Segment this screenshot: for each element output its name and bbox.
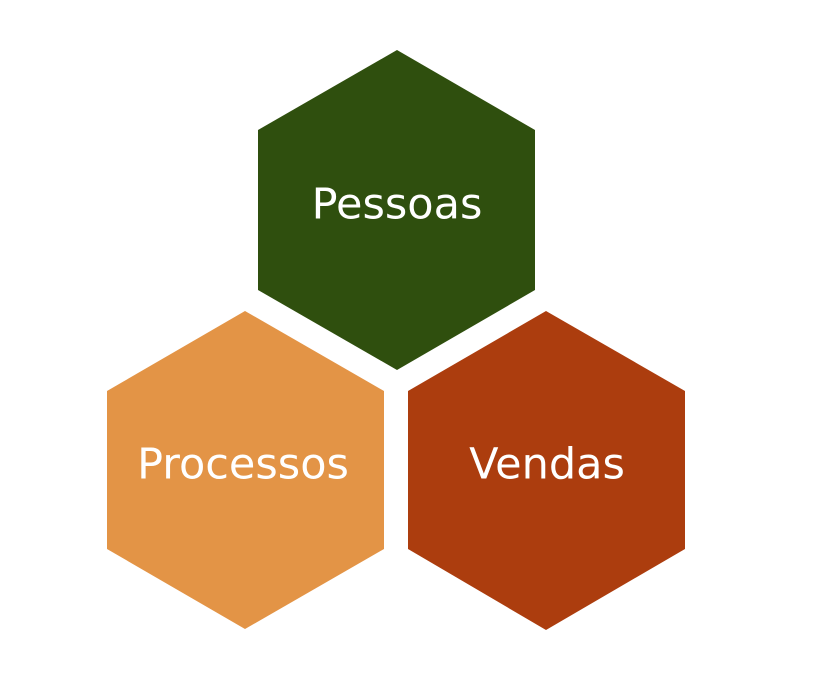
hexagon-shape — [258, 50, 535, 370]
hexagon-label: Pessoas — [312, 180, 483, 230]
hexagon-shape — [107, 311, 384, 629]
hexagon-label: Vendas — [469, 440, 625, 490]
hexagon-pessoas: Pessoas — [258, 50, 535, 370]
hexagon-shape — [408, 311, 685, 630]
hexagon-vendas: Vendas — [408, 311, 685, 630]
hexagon-processos: Processos — [107, 311, 384, 629]
hexagon-label: Processos — [137, 440, 349, 490]
